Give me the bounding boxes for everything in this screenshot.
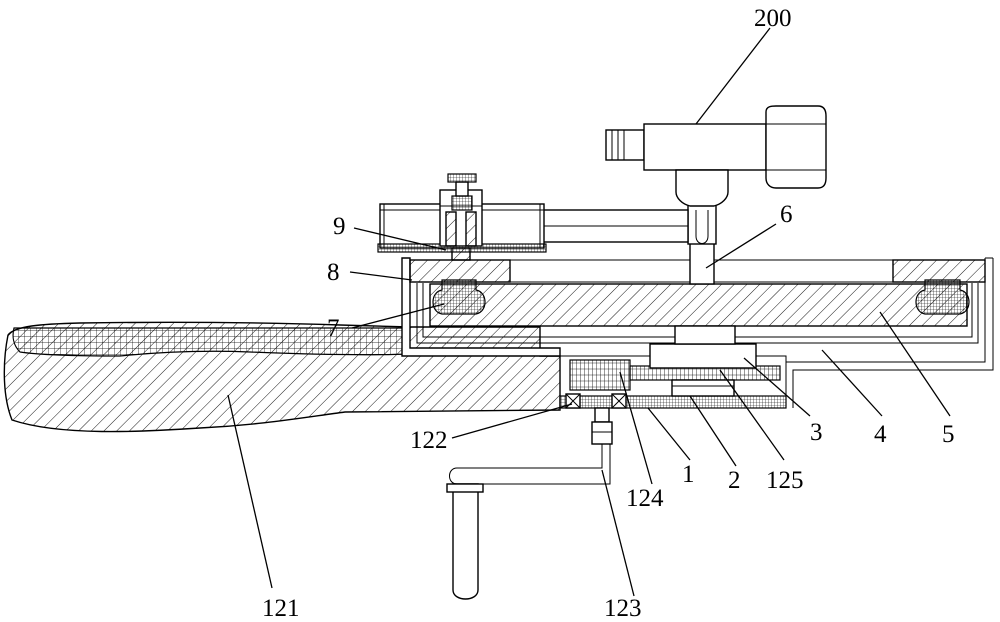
label-122: 122	[410, 427, 448, 454]
shaft	[687, 199, 717, 285]
label-1: 1	[682, 461, 695, 488]
leader-123	[601, 469, 635, 597]
label-125: 125	[766, 467, 804, 494]
leader-124	[619, 371, 653, 485]
spool	[377, 173, 547, 261]
leader-121	[227, 394, 273, 589]
label-3: 3	[810, 419, 823, 446]
leader-1	[647, 407, 691, 461]
leader-7	[351, 303, 445, 329]
leader-200	[695, 27, 771, 125]
label-2: 2	[728, 467, 741, 494]
label-121: 121	[262, 595, 300, 622]
label-6: 6	[780, 201, 793, 228]
leader-lines	[227, 27, 951, 597]
leader-125	[719, 369, 785, 461]
arm-bar	[539, 209, 689, 243]
label-8: 8	[327, 259, 340, 286]
leader-9	[353, 227, 447, 251]
label-200: 200	[754, 5, 792, 32]
crank-handle	[446, 407, 613, 600]
leader-3	[743, 357, 811, 417]
reference-labels: 200 6 9 8 7 121 122 123 124 1 2 125 3 4 …	[262, 5, 955, 622]
leader-8	[349, 271, 413, 281]
leader-6	[705, 223, 777, 269]
label-123: 123	[604, 595, 642, 622]
handle-body	[3, 321, 561, 433]
label-124: 124	[626, 485, 664, 512]
leader-122	[451, 403, 573, 439]
leader-4	[821, 349, 883, 417]
top-cover	[409, 259, 986, 283]
label-9: 9	[333, 213, 346, 240]
label-7: 7	[327, 315, 340, 342]
gear-box	[559, 325, 787, 409]
label-5: 5	[942, 421, 955, 448]
suction-cup-right	[915, 279, 970, 315]
tool-head	[605, 105, 827, 207]
label-4: 4	[874, 421, 887, 448]
leader-5	[879, 311, 951, 417]
leader-2	[689, 395, 737, 467]
suction-cup-left	[432, 279, 486, 315]
